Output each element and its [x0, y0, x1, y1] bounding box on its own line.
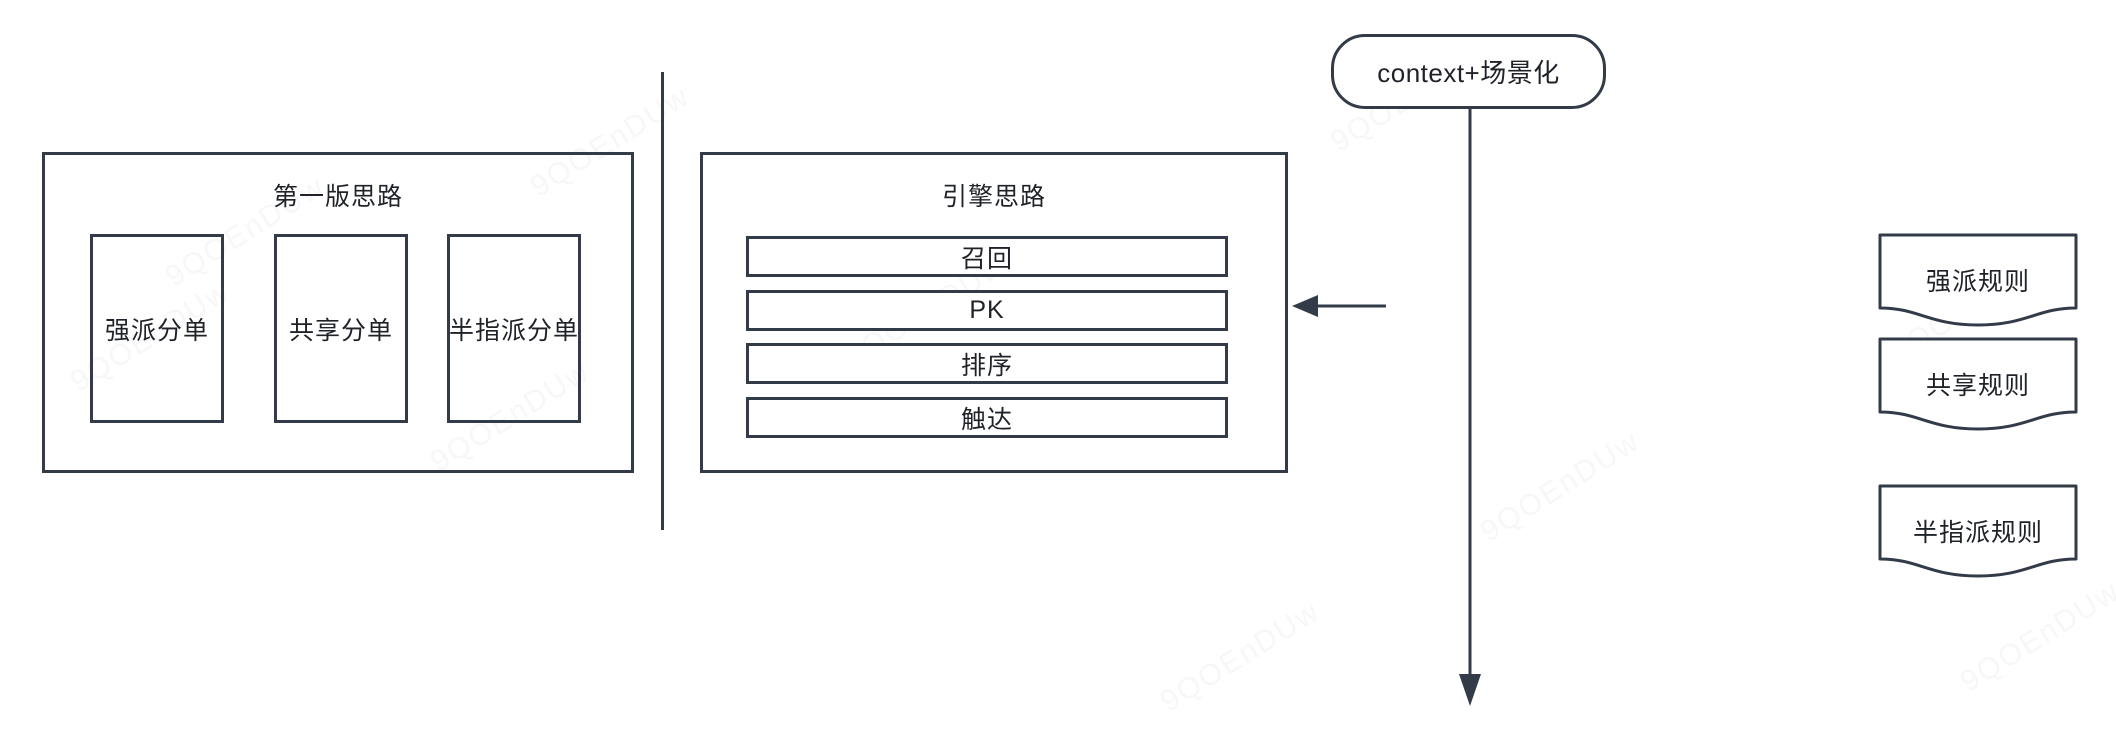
box-semi-assign-dispatch-label: 半指派分单	[449, 316, 580, 345]
panel-divider	[661, 72, 664, 530]
box-strong-dispatch-label: 强派分单	[104, 316, 209, 345]
box-shared-dispatch[interactable]: 共享分单	[274, 234, 408, 423]
context-node[interactable]: context+场景化	[1331, 34, 1606, 109]
stage-reach[interactable]: 触达	[746, 397, 1228, 438]
rule-shared[interactable]: 共享规则	[1877, 336, 2079, 432]
rules-to-engine-arrow	[1290, 288, 1386, 324]
stage-ranking-label: 排序	[960, 351, 1013, 380]
box-shared-dispatch-label: 共享分单	[288, 316, 393, 345]
stage-pk[interactable]: PK	[746, 290, 1228, 331]
stage-ranking[interactable]: 排序	[746, 343, 1228, 384]
context-flow-arrow	[1455, 108, 1485, 708]
box-semi-assign-dispatch[interactable]: 半指派分单	[447, 234, 581, 423]
rule-semi-assign[interactable]: 半指派规则	[1877, 483, 2079, 579]
right-panel-engine: 引擎思路	[700, 152, 1288, 473]
box-strong-dispatch[interactable]: 强派分单	[90, 234, 224, 423]
watermark: 9QOEnDUw	[1154, 594, 1326, 719]
left-panel-first-version: 第一版思路	[42, 152, 634, 473]
rule-strong-dispatch-label: 强派规则	[1925, 268, 2030, 296]
context-node-label: context+场景化	[1377, 58, 1560, 88]
watermark: 9QOEnDUw	[1954, 574, 2116, 699]
rule-strong-dispatch[interactable]: 强派规则	[1877, 232, 2079, 328]
rule-semi-assign-label: 半指派规则	[1912, 519, 2043, 547]
left-panel-title: 第一版思路	[272, 183, 403, 211]
right-panel-title: 引擎思路	[941, 183, 1046, 211]
rule-shared-label: 共享规则	[1925, 372, 2030, 400]
stage-pk-label: PK	[969, 296, 1005, 324]
stage-reach-label: 触达	[960, 405, 1013, 434]
watermark: 9QOEnDUw	[1474, 424, 1646, 549]
stage-recall-label: 召回	[960, 244, 1013, 273]
stage-recall[interactable]: 召回	[746, 236, 1228, 277]
